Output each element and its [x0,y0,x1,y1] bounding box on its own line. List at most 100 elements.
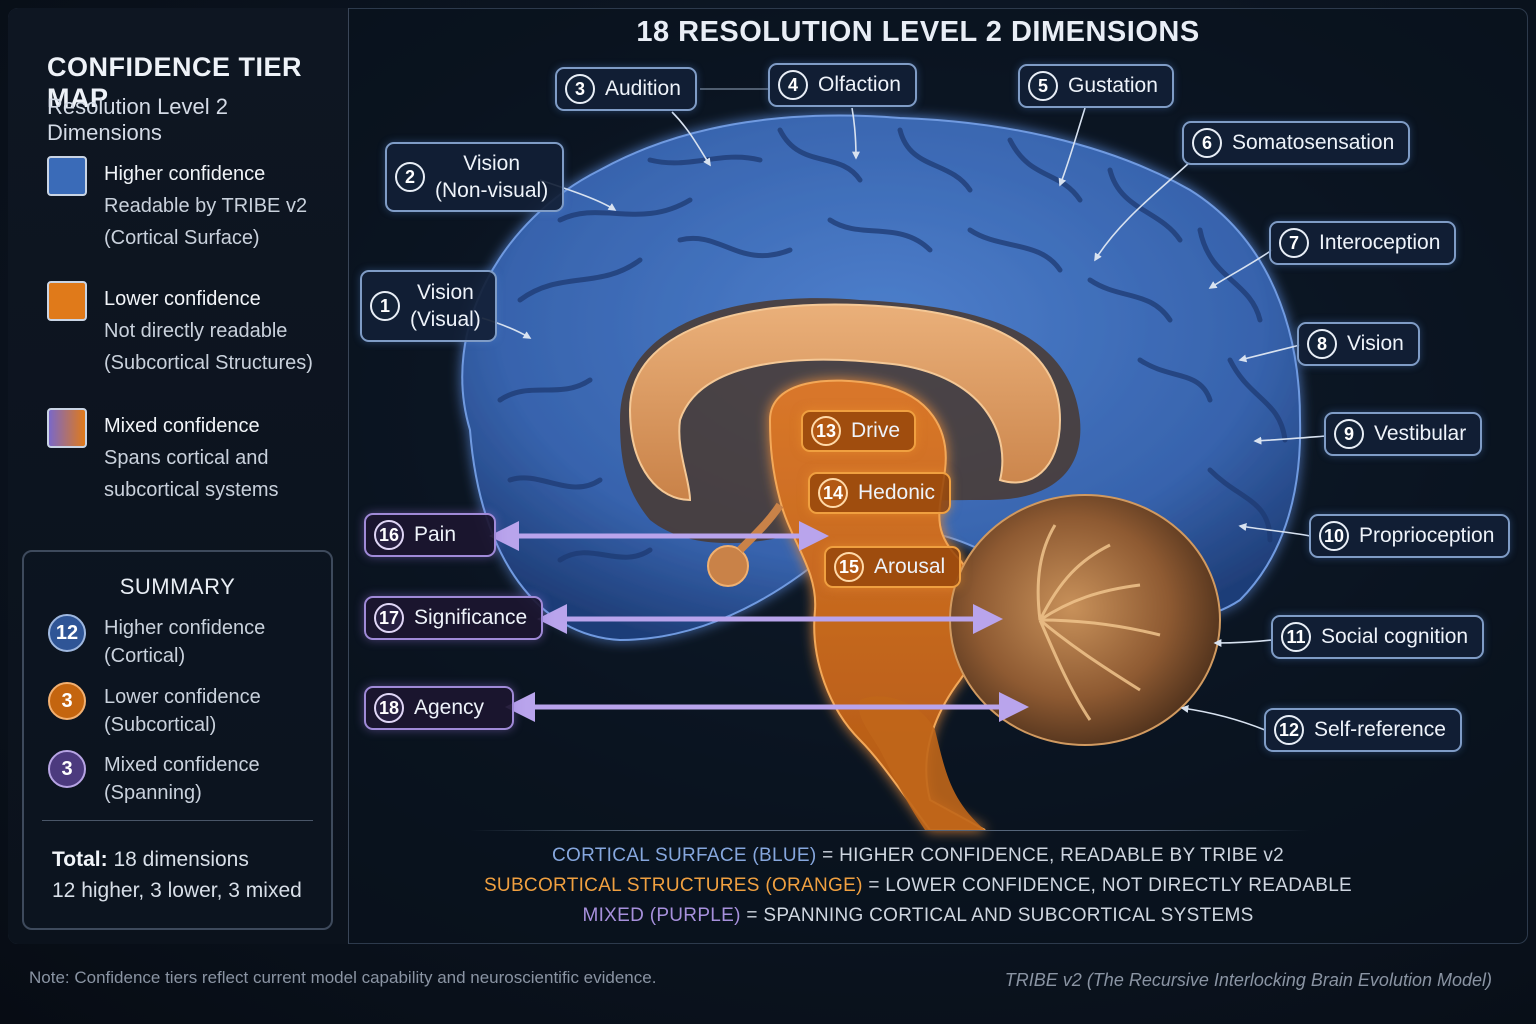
legend-swatch-mixed [47,408,87,448]
key-desc: = SPANNING CORTICAL AND SUBCORTICAL SYST… [746,905,1254,926]
dimension-badge: 13 [811,416,841,446]
dimension-15-label[interactable]: 15 Arousal [824,546,962,588]
summary-row-lower: Lower confidence (Subcortical) [104,683,261,739]
summary-badge-higher: 12 [48,614,86,652]
summary-divider [42,820,313,821]
cortex-folds [497,127,1288,563]
legend-line: subcortical systems [104,479,279,501]
key-desc: = HIGHER CONFIDENCE, READABLE BY TRIBE v… [822,845,1285,866]
credit: TRIBE v2 (The Recursive Interlocking Bra… [1004,970,1492,990]
legend-higher: Higher confidence Readable by TRIBE v2 (… [104,158,307,254]
key-cortical: CORTICAL SURFACE (BLUE) = HIGHER CONFIDE… [350,845,1486,867]
legend-swatch-lower [47,281,87,321]
summary-panel: SUMMARY 12 Higher confidence (Cortical) … [22,550,333,930]
summary-badge-lower: 3 [48,682,86,720]
dimension-label: Significance [414,606,528,629]
dimension-label: Olfaction [818,73,901,96]
total-value: 18 dimensions [113,848,249,871]
dimension-13-label[interactable]: 13 Drive [801,410,917,452]
summary-line: (Spanning) [104,782,202,804]
corpus-callosum [628,303,1062,502]
key-term: CORTICAL SURFACE (BLUE) [551,845,817,866]
key-term: SUBCORTICAL STRUCTURES (ORANGE) [483,875,863,896]
key-divider [470,830,1310,831]
dimension-16-label[interactable]: 16 Pain [364,513,496,557]
dimension-9-label[interactable]: 9 Vestibular [1324,412,1483,456]
dimension-badge: 17 [374,603,404,633]
dimension-badge: 11 [1281,622,1311,652]
dimension-label: Arousal [874,555,946,578]
dimension-badge: 18 [374,693,404,723]
dimension-label: Audition [605,77,681,100]
legend-line: Mixed confidence [104,415,260,437]
legend-line: Higher confidence [104,163,266,185]
dimension-badge: 3 [565,74,595,104]
legend-line: Lower confidence [104,288,261,310]
summary-line: Higher confidence [104,617,266,639]
footnote: Note: Confidence tiers reflect current m… [29,968,657,987]
key-desc: = LOWER CONFIDENCE, NOT DIRECTLY READABL… [868,875,1353,896]
dimension-badge: 10 [1319,521,1349,551]
key-subcortical: SUBCORTICAL STRUCTURES (ORANGE) = LOWER … [350,875,1486,897]
dimension-6-label[interactable]: 6 Somatosensation [1182,121,1411,165]
dimension-badge: 2 [395,162,425,192]
summary-title: SUMMARY [119,574,236,599]
dimension-badge: 14 [818,478,848,508]
summary-line: (Cortical) [104,645,186,667]
dimension-label: Proprioception [1359,524,1495,547]
dimension-badge: 12 [1274,715,1304,745]
summary-row-higher: Higher confidence (Cortical) [104,614,265,670]
dimension-label: Pain [414,523,457,546]
dimension-label: Somatosensation [1232,131,1395,154]
dimension-badge: 7 [1279,228,1309,258]
dimension-17-label[interactable]: 17 Significance [364,596,544,640]
dimension-label: Drive [851,419,901,442]
summary-total: Total: 18 dimensions 12 higher, 3 lower,… [52,844,302,906]
dimension-7-label[interactable]: 7 Interoception [1269,221,1457,265]
brainstem [858,696,985,830]
page-title: 18 RESOLUTION LEVEL 2 DIMENSIONS [636,16,1200,48]
dimension-10-label[interactable]: 10 Proprioception [1309,514,1511,558]
dimension-3-label[interactable]: 3 Audition [555,67,697,111]
dimension-label: Hedonic [858,481,936,504]
dimension-label: Self-reference [1314,718,1446,741]
summary-line: (Subcortical) [104,714,217,736]
leader-lines [481,107,1327,731]
dimension-12-label[interactable]: 12 Self-reference [1264,708,1462,752]
dimension-label: Vestibular [1374,422,1467,445]
dimension-label: Vision [463,152,521,175]
dimension-badge: 15 [834,552,864,582]
dimension-badge: 16 [374,520,404,550]
legend-line: Readable by TRIBE v2 [104,195,308,217]
dimension-badge: 6 [1192,128,1222,158]
dimension-badge: 9 [1334,419,1364,449]
dimension-18-label[interactable]: 18 Agency [364,686,514,730]
legend-line: (Cortical Surface) [104,227,260,249]
dimension-8-label[interactable]: 8 Vision [1297,322,1420,366]
dimension-14-label[interactable]: 14 Hedonic [808,472,952,514]
dimension-5-label[interactable]: 5 Gustation [1018,64,1174,108]
dimension-label: Gustation [1068,74,1158,97]
dimension-label: (Non-visual) [435,179,549,202]
dimension-badge: 1 [370,291,400,321]
dimension-4-label[interactable]: 4 Olfaction [768,63,917,107]
dimension-11-label[interactable]: 11 Social cognition [1271,615,1485,659]
summary-line: Lower confidence [104,686,261,708]
key-mixed: MIXED (PURPLE) = SPANNING CORTICAL AND S… [350,905,1486,927]
legend-line: Not directly readable [104,320,288,342]
legend-line: Spans cortical and [104,447,269,469]
dimension-2-label[interactable]: 2 Vision (Non-visual) [385,142,565,212]
dimension-label: (Visual) [410,308,481,331]
summary-row-mixed: Mixed confidence (Spanning) [104,751,260,807]
legend-mixed: Mixed confidence Spans cortical and subc… [104,410,279,506]
dimension-1-label[interactable]: 1 Vision (Visual) [360,270,497,342]
sidebar-title: CONFIDENCE TIER MAP [47,52,303,113]
dimension-badge: 5 [1028,71,1058,101]
legend-lower: Lower confidence Not directly readable (… [104,283,313,379]
dimension-label: Interoception [1319,231,1441,254]
dimension-label: Agency [414,696,485,719]
dimension-label: Vision [416,281,474,304]
dimension-badge: 4 [778,70,808,100]
dimension-label: Social cognition [1321,625,1469,648]
sidebar-subtitle: Resolution Level 2 Dimensions [47,94,229,145]
